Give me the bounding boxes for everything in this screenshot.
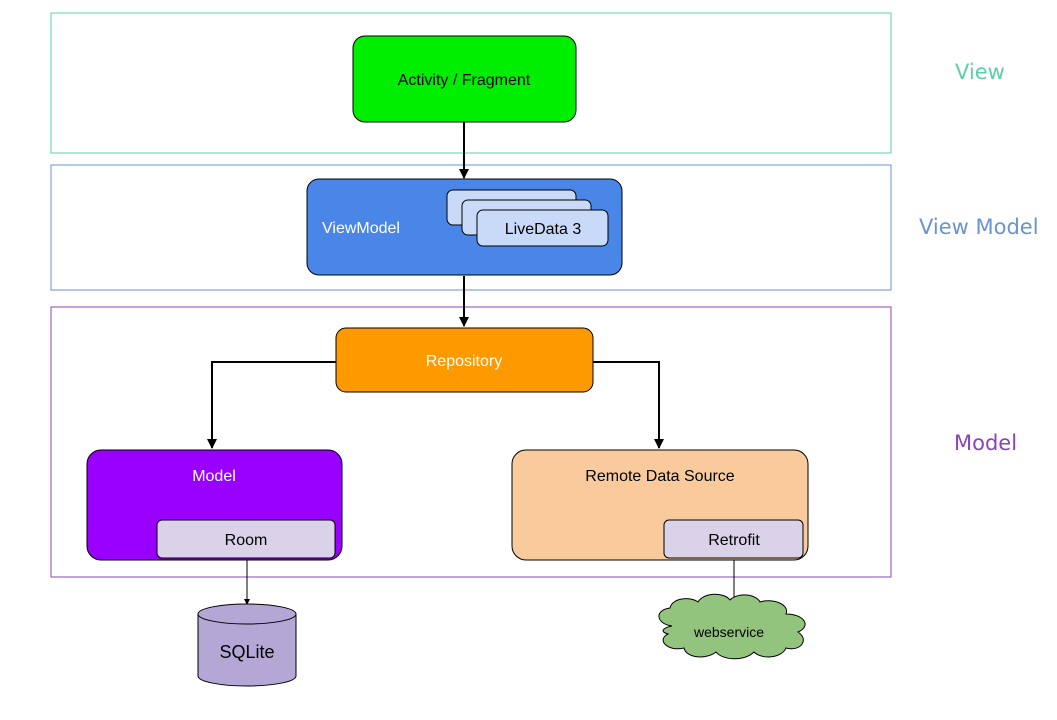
room-label: Room <box>225 532 268 549</box>
activity-fragment-box <box>352 35 577 123</box>
retrofit-label: Retrofit <box>708 532 760 549</box>
webservice-label: webservice <box>693 624 764 640</box>
retrofit-box <box>663 519 804 559</box>
activity-fragment-label: Activity / Fragment <box>398 72 531 89</box>
view-layer-frame <box>50 12 892 154</box>
model-layer-frame <box>50 306 892 578</box>
layer-label-view: View <box>955 60 1005 84</box>
view-model-layer-frame <box>50 164 892 291</box>
remote-data-source-label: Remote Data Source <box>585 468 735 485</box>
livedata-label: LiveData 3 <box>505 221 582 238</box>
layer-label-model: Model <box>954 431 1018 455</box>
sqlite-label: SQLite <box>219 642 274 662</box>
webservice-cloud <box>658 593 806 660</box>
repository-box <box>335 327 594 393</box>
room-box <box>156 519 336 559</box>
viewmodel-label: ViewModel <box>322 220 400 237</box>
model-box-label: Model <box>192 468 236 485</box>
layer-label-view-model: View Model <box>919 215 1039 239</box>
repository-label: Repository <box>426 353 502 370</box>
edge-repository-to-remote <box>593 361 664 449</box>
livedata-card-front <box>476 209 609 247</box>
edge-repository-to-model <box>207 361 336 449</box>
sqlite-cylinder <box>197 603 297 687</box>
